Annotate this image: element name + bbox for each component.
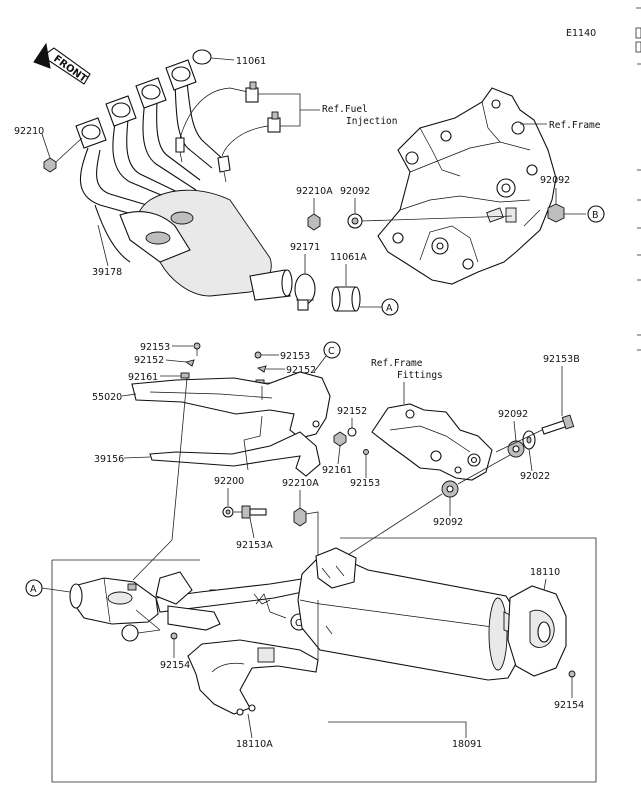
nut-92210A-mid-icon	[293, 507, 307, 527]
bolt-92154-right-icon	[568, 670, 576, 678]
header-flange-1	[75, 117, 107, 149]
callout-92022: 92022	[520, 471, 550, 482]
bushing-92092-low-icon	[441, 480, 459, 498]
cover-18110A	[187, 639, 319, 716]
circle-ref-B-top: B	[592, 210, 599, 221]
end-cap-18110	[507, 585, 567, 677]
callout-92161-left: 92161	[128, 372, 158, 383]
bolt-92153-left-icon	[193, 342, 201, 356]
callout-92152-left: 92152	[134, 355, 164, 366]
callout-92153-mid: 92153	[350, 478, 380, 489]
callout-92210A-top: 92210A	[296, 186, 333, 197]
nut-92210A-top-icon	[307, 213, 321, 231]
callout-92092-right: 92092	[540, 175, 570, 186]
bolt-92153-right-icon	[254, 351, 268, 359]
callout-92092-low: 92092	[433, 517, 463, 528]
callout-92092-top: 92092	[340, 186, 370, 197]
callout-11061: 11061	[236, 56, 266, 67]
washer-92022-icon	[522, 430, 536, 450]
bushing-92092-right-icon	[547, 203, 565, 223]
ref-frame-fittings-line2: Fittings	[397, 370, 443, 381]
right-edge-marks	[635, 7, 641, 351]
header-flange-2	[105, 95, 137, 127]
callout-92210: 92210	[14, 126, 44, 137]
callout-92153A: 92153A	[236, 540, 273, 551]
callout-92161-mid: 92161	[322, 465, 352, 476]
assembly-18091-boundary	[51, 537, 597, 783]
gasket-icon	[192, 49, 212, 65]
clamp-92171-icon	[294, 273, 316, 311]
callout-92200: 92200	[214, 476, 244, 487]
header-flange-3	[135, 77, 167, 109]
connector-upper-icon	[245, 87, 259, 103]
washer-92152-mid-icon	[347, 427, 357, 437]
callout-18110: 18110	[530, 567, 560, 578]
callout-92154-right: 92154	[554, 700, 584, 711]
bolt-92154-left-icon	[170, 632, 178, 640]
callout-92171: 92171	[290, 242, 320, 253]
callout-18110A: 18110A	[236, 739, 273, 750]
callout-92210A-mid: 92210A	[282, 478, 319, 489]
callout-92154-left: 92154	[160, 660, 190, 671]
o2-sensor-right-icon	[217, 155, 231, 183]
callout-92153-left: 92153	[140, 342, 170, 353]
nut-92161-mid-icon	[333, 431, 347, 447]
bushing-92092-mid-icon	[507, 440, 525, 458]
circle-ref-A-top: A	[386, 303, 393, 314]
connector-lower-icon	[267, 117, 281, 133]
callout-39178: 39178	[92, 267, 122, 278]
callout-18091: 18091	[452, 739, 482, 750]
o2-sensor-left-icon	[175, 137, 185, 163]
callout-92153B: 92153B	[543, 354, 580, 365]
callout-11061A: 11061A	[330, 252, 367, 263]
ref-fuel-injection-line1: Ref.Fuel	[322, 104, 368, 115]
bolt-92153B-icon	[541, 414, 575, 435]
callout-92153-right: 92153	[280, 351, 310, 362]
frame-fittings-bracket	[371, 403, 493, 481]
callout-92152-mid: 92152	[337, 406, 367, 417]
muffler-body	[297, 547, 519, 681]
exhaust-header-pipes	[43, 49, 293, 301]
heat-guard-55020	[131, 371, 331, 439]
sleeve-11061A-icon	[331, 286, 361, 312]
nut-92210-icon	[43, 157, 57, 173]
callout-55020: 55020	[92, 392, 122, 403]
ref-frame-label: Ref.Frame	[549, 120, 601, 131]
header-flange-4	[165, 59, 197, 91]
circle-ref-C-upper: C	[328, 346, 335, 357]
circle-ref-C-lower: C	[295, 618, 302, 629]
bolt-92153A-icon	[241, 505, 267, 519]
callout-92092-mid: 92092	[498, 409, 528, 420]
bushing-92092-top-icon	[347, 213, 363, 229]
circle-ref-A-bottom: A	[30, 584, 37, 595]
grommet-92161-left-icon	[180, 372, 190, 379]
bolt-92153-mid-icon	[363, 449, 369, 455]
washer-92152-right-icon	[256, 365, 267, 373]
callout-39156: 39156	[94, 454, 124, 465]
heat-guard-39156	[149, 431, 321, 477]
washer-92152-left-icon	[184, 359, 195, 367]
ref-fuel-injection-line2: Injection	[346, 116, 397, 127]
front-arrow-icon: FRONT	[33, 42, 91, 85]
diagram-code: E1140	[566, 28, 596, 39]
frame-outline	[377, 87, 557, 285]
washer-92200-icon	[222, 506, 234, 518]
callout-92152-right: 92152	[286, 365, 316, 376]
ref-frame-fittings-line1: Ref.Frame	[371, 358, 423, 369]
